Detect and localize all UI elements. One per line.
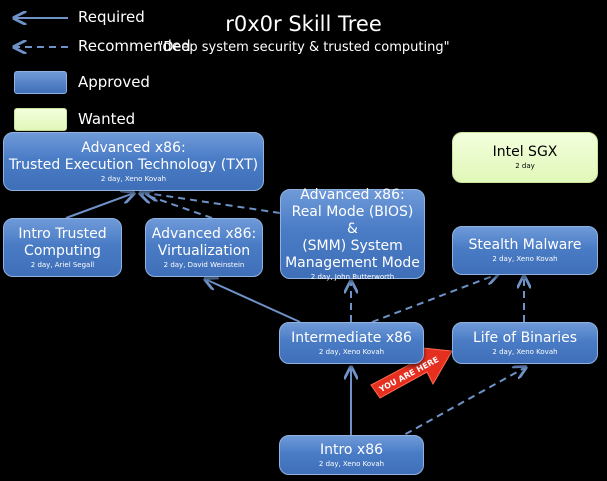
edge-inter-to-virt [205,279,301,323]
node-subtitle: 2 day, David Weinstein [163,260,245,269]
legend-approved-label: Approved [78,73,150,91]
edge-virt-to-txt [140,193,213,219]
node-advanced-x86-virtualization[interactable]: Advanced x86: Virtualization 2 day, Davi… [145,218,263,277]
node-title: Life of Binaries [472,329,578,346]
page-title: r0x0r Skill Tree [225,12,382,36]
node-title: Advanced x86: Virtualization [151,225,257,259]
node-subtitle: 2 day, Xeno Kovah [100,174,167,183]
edge-inter-to-stealth [371,274,498,323]
node-title: Stealth Malware [468,237,582,253]
legend-recommended-label: Recommended [78,37,191,55]
node-title: Intro Trusted Computing [18,225,107,259]
node-intermediate-x86[interactable]: Intermediate x86 2 day, Xeno Kovah [279,322,424,364]
node-title: Advanced x86: Real Mode (BIOS) & (SMM) S… [285,186,420,271]
page-subtitle: "Deep system security & trusted computin… [157,40,450,55]
node-subtitle: 2 day, Xeno Kovah [492,347,558,356]
node-title: Advanced x86: Trusted Execution Technolo… [8,139,259,173]
node-subtitle: 2 day [515,162,535,170]
node-subtitle: 2 day, Xeno Kovah [492,255,558,263]
node-advanced-x86-bios-smm[interactable]: Advanced x86: Real Mode (BIOS) & (SMM) S… [280,186,425,281]
node-title: Intro x86 [319,441,384,458]
node-life-of-binaries[interactable]: Life of Binaries 2 day, Xeno Kovah [452,322,598,364]
edge-intro-to-lob [394,367,526,441]
node-subtitle: 2 day, John Butterworth [310,272,395,281]
node-intro-x86[interactable]: Intro x86 2 day, Xeno Kovah [279,435,424,475]
node-intel-sgx[interactable]: Intel SGX 2 day [452,132,598,183]
legend-wanted-swatch [14,108,67,131]
node-title: Intel SGX [492,144,558,160]
legend-approved-swatch [14,71,67,94]
node-stealth-malware[interactable]: Stealth Malware 2 day, Xeno Kovah [452,226,598,275]
edge-itc-to-txt [65,193,134,219]
node-title: Intermediate x86 [291,329,412,346]
node-subtitle: 2 day, Xeno Kovah [318,459,385,468]
node-advanced-x86-txt[interactable]: Advanced x86: Trusted Execution Technolo… [3,132,264,191]
node-subtitle: 2 day, Ariel Segall [30,260,95,269]
legend-required-label: Required [78,8,145,26]
edge-bios-to-txt [146,193,281,214]
node-intro-trusted-computing[interactable]: Intro Trusted Computing 2 day, Ariel Seg… [3,218,122,277]
legend-wanted-label: Wanted [78,110,136,128]
node-subtitle: 2 day, Xeno Kovah [318,347,385,356]
